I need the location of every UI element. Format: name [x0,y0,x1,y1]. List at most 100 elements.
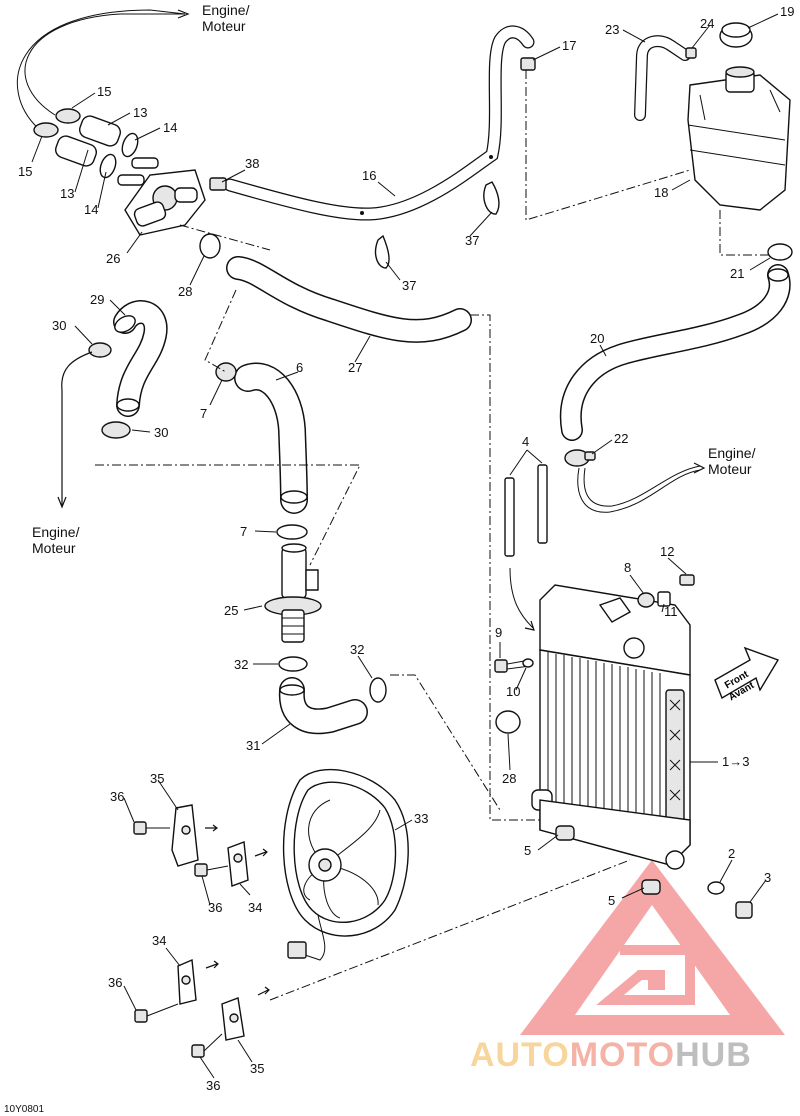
clamp-14-b [99,153,117,179]
callout-label: 7 [200,406,207,421]
engine-left-arrow [57,351,93,509]
callout-label: 11 [664,604,678,619]
callout-label: 13 [60,186,74,201]
callout-label: 24 [700,16,714,31]
callout-labels: 15 13 14 15 13 14 38 16 17 23 24 19 18 2… [18,4,794,1093]
outlet-housing-26 [117,157,206,236]
clamp-22 [564,449,596,467]
callout-label: 4 [522,434,529,449]
callout-label: 2 [728,846,735,861]
bracket-34-top [227,841,249,887]
callout-label: 35 [250,1061,264,1076]
engine-return-lines [17,9,190,131]
overflow-hose-23 [634,35,691,121]
callout-label: 15 [97,84,111,99]
callout-label: 32 [234,657,248,672]
washer-10 [522,658,534,668]
svg-text:AUTOMOTOHUB: AUTOMOTOHUB [470,1036,752,1074]
callout-label: 1→3 [722,754,749,769]
note-engine-top-2: Moteur [202,18,246,34]
bracket-35-bottom [221,997,245,1041]
clamp-32-right [369,677,387,703]
bracket-35-top [171,804,199,867]
washer-2 [707,881,725,895]
callout-label: 23 [605,22,619,37]
callout-label: 27 [348,360,362,375]
bolt-36-a [133,821,147,835]
callout-label: 34 [248,900,262,915]
hose-20 [559,264,791,441]
callout-label: 17 [562,38,576,53]
assembly-lines [95,70,770,1001]
callout-label: 3 [764,870,771,885]
callout-label: 33 [414,811,428,826]
callout-label: 9 [495,625,502,640]
foam-strip-4-b [537,464,548,544]
clamp-28-top [199,233,221,259]
callout-label: 29 [90,292,104,307]
note-engine-right-2: Moteur [708,461,752,477]
callout-label: 14 [84,202,98,217]
watermark-logo: AUTOMOTOHUB [470,860,785,1074]
clamp-28-bottom [495,710,521,734]
callout-label: 30 [52,318,66,333]
thermostat-housing-25 [264,543,322,643]
cap-19 [719,22,753,48]
callout-label: 14 [163,120,177,135]
callout-label: 5 [608,893,615,908]
clamp-32-left [278,656,308,672]
note-engine-top-1: Engine/ [202,2,250,18]
bolt-36-d [191,1044,205,1058]
clamp-24 [685,47,697,59]
callout-label: 19 [780,4,794,19]
foam-strip-4-a [504,477,515,557]
callout-label: 25 [224,603,238,618]
clamp-21 [767,243,793,261]
callout-label: 38 [245,156,259,171]
grommet-5-b [641,879,661,895]
grommet-5-a [555,825,575,841]
callout-label: 36 [206,1078,220,1093]
callout-label: 37 [402,278,416,293]
clamp-30-b [101,421,131,439]
note-engine-left-2: Moteur [32,540,76,556]
callout-label: 6 [296,360,303,375]
nut-17 [520,57,536,71]
callout-label: 20 [590,331,604,346]
callout-label: 36 [110,789,124,804]
callout-label: 8 [624,560,631,575]
note-engine-right-1: Engine/ [708,445,756,461]
hose-16 [223,25,535,221]
callout-label: 36 [108,975,122,990]
watermark-moto: MOTO [570,1036,675,1074]
callout-label: 26 [106,251,120,266]
callout-label: 28 [502,771,516,786]
callout-label: 18 [654,185,668,200]
clamp-15-b [33,122,59,138]
clamp-7-bottom [276,524,308,540]
coolant-tank-18 [687,66,791,211]
hose-27 [226,256,472,343]
watermark-triangle [520,860,785,1035]
clamp-30-a [88,342,112,358]
grommet-8 [637,592,655,608]
callout-label: 12 [660,544,674,559]
watermark-auto: AUTO [470,1036,570,1074]
callout-label: 22 [614,431,628,446]
clip-37-a [374,234,390,269]
fan-connector [287,941,307,959]
callout-label: 36 [208,900,222,915]
clamp-7-top [215,362,237,382]
callout-label: 15 [18,164,32,179]
callout-label: 16 [362,168,376,183]
callout-label: 13 [133,105,147,120]
radiator-fins [547,652,661,856]
bolt-36-b [194,863,208,877]
radiator-1-3 [531,584,691,870]
diagram-code: 10Y0801 [4,1104,44,1115]
clamp-15-a [55,108,81,124]
bracket-34-bottom [177,958,197,1005]
bolt-36-c [134,1009,148,1023]
callout-label: 10 [506,684,520,699]
fan-33 [282,768,409,961]
